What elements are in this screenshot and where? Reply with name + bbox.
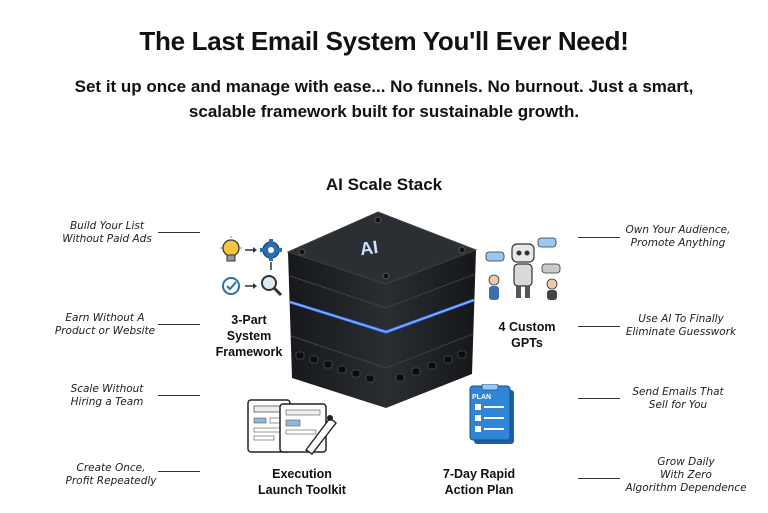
framework-illustration xyxy=(218,236,288,302)
plan-label: 7-Day Rapid Action Plan xyxy=(428,466,530,498)
left-note-earn: Earn Without A Product or Website xyxy=(40,312,170,338)
right-note-emails: Send Emails That Sell for You xyxy=(622,386,734,412)
framework-label: 3-Part System Framework xyxy=(204,312,294,360)
toolkit-label: Execution Launch Toolkit xyxy=(244,466,360,498)
note-line: Use AI To Finally xyxy=(638,313,724,325)
note-line: Scale Without xyxy=(70,383,144,395)
label-line: 4 Custom xyxy=(498,320,556,334)
connector-line xyxy=(158,324,200,325)
lightbulb-icon xyxy=(220,236,242,262)
connector-line xyxy=(578,237,620,238)
right-note-audience: Own Your Audience, Promote Anything xyxy=(616,224,740,250)
right-note-grow: Grow Daily With Zero Algorithm Dependenc… xyxy=(616,456,756,495)
connector-line xyxy=(578,398,620,399)
label-line: Execution xyxy=(272,467,332,481)
left-note-scale: Scale Without Hiring a Team xyxy=(52,383,162,409)
note-line: With Zero xyxy=(660,469,712,481)
note-line: Send Emails That xyxy=(632,386,724,398)
gpts-label: 4 Custom GPTs xyxy=(484,319,570,351)
note-line: Create Once, xyxy=(76,462,146,474)
connector-line xyxy=(158,232,200,233)
toolkit-illustration xyxy=(246,396,338,458)
note-line: Profit Repeatedly xyxy=(65,475,157,487)
note-line: Promote Anything xyxy=(630,237,726,249)
note-line: Eliminate Guesswork xyxy=(625,326,737,338)
label-line: Action Plan xyxy=(444,483,514,497)
robot-icon xyxy=(511,243,535,298)
note-line: Build Your List xyxy=(69,220,145,232)
checklist-icon xyxy=(222,277,240,295)
label-line: 3-Part xyxy=(231,313,267,327)
note-line: Own Your Audience, xyxy=(625,224,731,236)
gear-icon xyxy=(260,239,282,261)
connector-line xyxy=(158,471,200,472)
page-title: The Last Email System You'll Ever Need! xyxy=(139,26,629,56)
connector-line xyxy=(578,478,620,479)
note-line: Without Paid Ads xyxy=(62,233,152,245)
connector-line xyxy=(578,326,620,327)
note-line: Earn Without A xyxy=(65,312,145,324)
connector-line xyxy=(158,395,200,396)
note-line: Algorithm Dependence xyxy=(625,482,747,494)
note-line: Grow Daily xyxy=(657,456,715,468)
note-line: Product or Website xyxy=(54,325,156,337)
cube-ai-label: AI xyxy=(358,236,380,260)
page-subtitle: Set it up once and manage with ease... N… xyxy=(74,77,694,121)
note-line: Hiring a Team xyxy=(70,396,144,408)
label-line: System xyxy=(226,329,272,343)
note-line: Sell for You xyxy=(648,399,708,411)
left-note-list: Build Your List Without Paid Ads xyxy=(52,220,162,246)
chat-icon xyxy=(485,237,561,274)
label-line: Launch Toolkit xyxy=(258,483,346,497)
label-line: 7-Day Rapid xyxy=(442,467,516,481)
plan-illustration xyxy=(466,384,520,448)
stack-title: AI Scale Stack xyxy=(325,175,443,194)
magnifier-icon xyxy=(261,275,283,297)
label-line: GPTs xyxy=(511,336,543,350)
gpts-illustration xyxy=(484,236,566,302)
plan-card-label: PLAN xyxy=(472,394,492,401)
ai-cube-device xyxy=(282,198,482,410)
right-note-ai: Use AI To Finally Eliminate Guesswork xyxy=(616,313,746,339)
left-note-create: Create Once, Profit Repeatedly xyxy=(52,462,170,488)
label-line: Framework xyxy=(215,345,283,359)
